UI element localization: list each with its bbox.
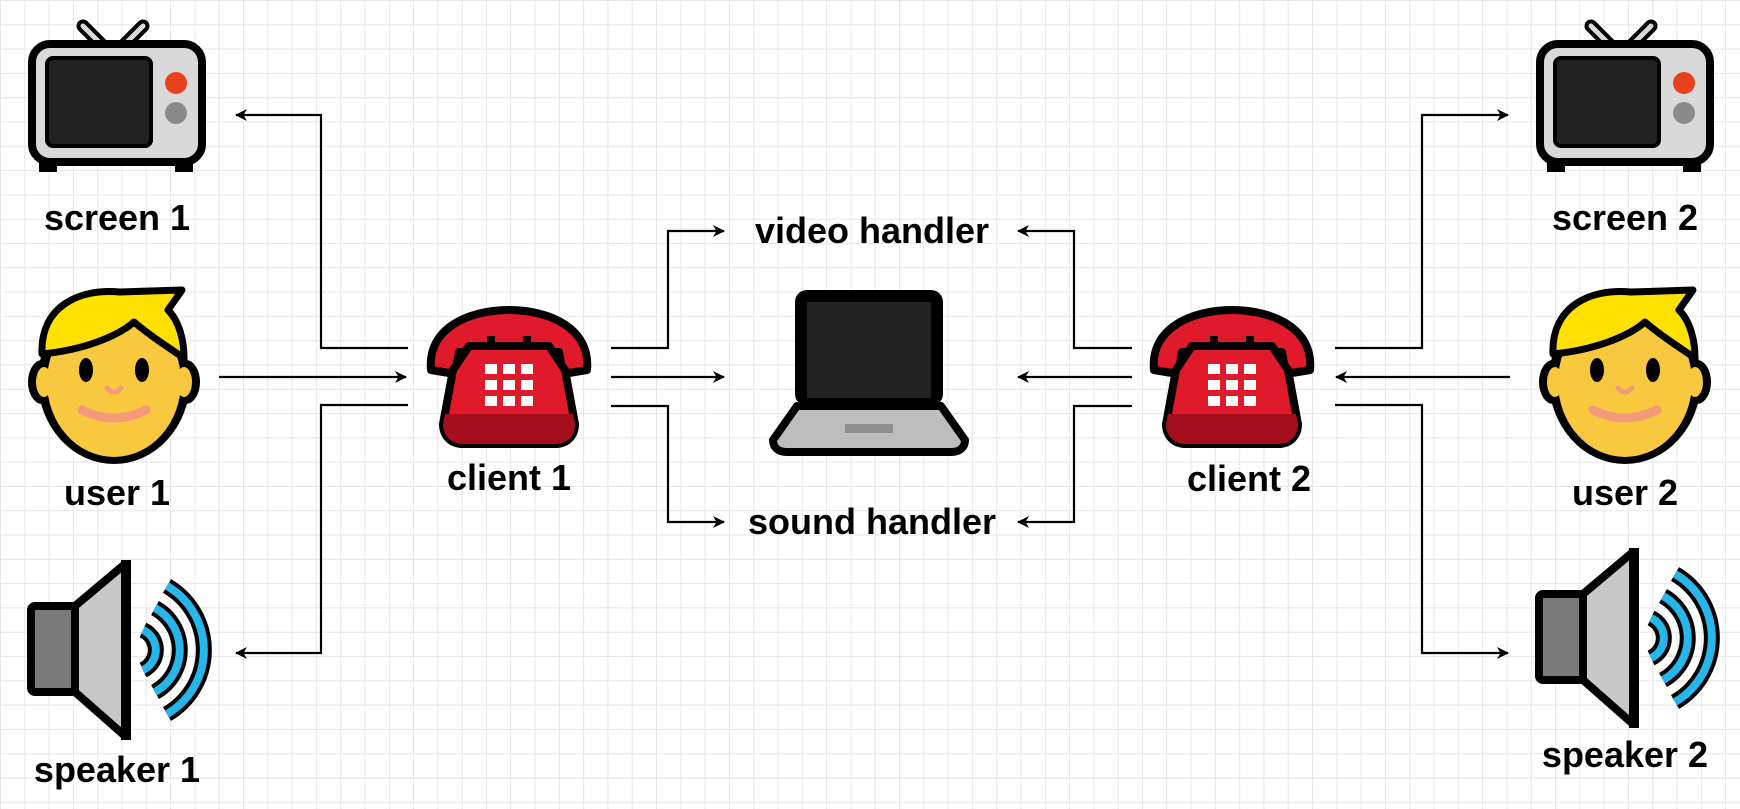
user-1-label: user 1 (64, 472, 170, 513)
speaker-1-label: speaker 1 (34, 749, 200, 790)
user-2-label: user 2 (1572, 472, 1678, 513)
client-1-telephone-icon (431, 310, 588, 444)
user-2-face-icon (1539, 290, 1711, 464)
speaker-1-speaker-icon (31, 560, 204, 740)
client-2-telephone-icon (1154, 310, 1311, 444)
speaker-2-label: speaker 2 (1542, 734, 1708, 775)
screen-2-television-icon (1540, 26, 1710, 172)
edge-client1-to-sound-handler (611, 404, 725, 528)
screen-1-television-icon (32, 26, 202, 172)
client-1-label: client 1 (447, 457, 571, 498)
screen-1-label: screen 1 (44, 197, 190, 238)
client-2-label: client 2 (1187, 458, 1311, 499)
server-laptop-icon (773, 290, 965, 452)
edge-client1-to-video-handler (611, 225, 725, 350)
screen-2-label: screen 2 (1552, 197, 1698, 238)
edge-client1-to-speaker1 (235, 403, 408, 659)
edge-client2-to-speaker2 (1335, 403, 1509, 659)
sound-handler-label: sound handler (748, 501, 996, 542)
edge-client2-to-screen2 (1335, 109, 1509, 350)
video-handler-label: video handler (755, 210, 989, 251)
edge-client1-to-screen1 (235, 109, 408, 350)
edge-client2-to-video-handler (1017, 225, 1132, 350)
speaker-2-speaker-icon (1539, 548, 1712, 728)
edge-client2-to-sound-handler (1017, 404, 1132, 528)
user-1-face-icon (28, 290, 200, 464)
